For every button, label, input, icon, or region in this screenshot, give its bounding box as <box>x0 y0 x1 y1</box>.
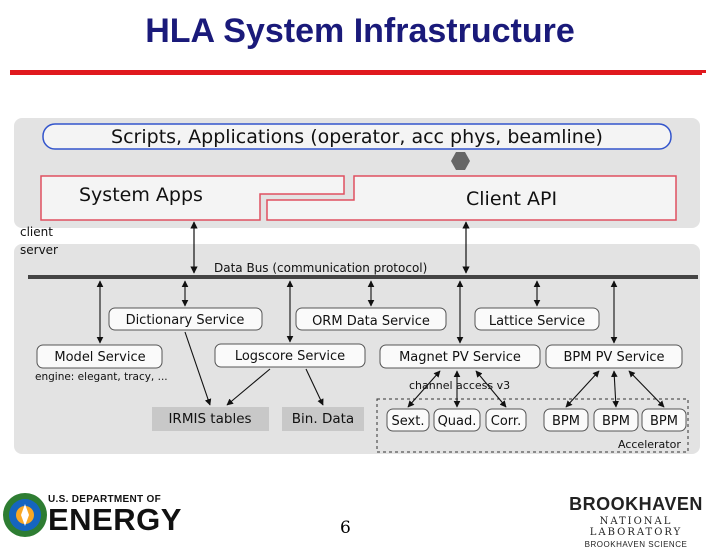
orm-service-box: ORM Data Service <box>295 307 447 331</box>
model-service-box: Model Service <box>36 344 163 369</box>
bpm-box-2: BPM <box>593 408 639 432</box>
bnl-logo-mid-text: NATIONAL LABORATORY <box>589 516 683 538</box>
engine-note: engine: elegant, tracy, ... <box>35 371 168 383</box>
bin-data-label: Bin. Data <box>292 411 354 427</box>
lattice-service-box: Lattice Service <box>474 307 600 331</box>
magnet-pv-service-label: Magnet PV Service <box>399 350 521 365</box>
bpm-label-2: BPM <box>602 414 630 429</box>
quad-box: Quad. <box>433 408 481 432</box>
channel-access-label: channel access v3 <box>409 379 510 392</box>
data-bus-label: Data Bus (communication protocol) <box>214 261 427 275</box>
accelerator-label: Accelerator <box>618 438 681 451</box>
hexagon-connector-icon <box>451 152 470 170</box>
server-label: server <box>20 243 58 257</box>
accelerator-region <box>376 398 689 453</box>
irmis-tables-box: IRMIS tables <box>152 407 269 431</box>
doe-logo-small-text: U.S. DEPARTMENT OF <box>48 494 161 505</box>
sext-box: Sext. <box>386 408 430 432</box>
quad-label: Quad. <box>438 414 477 429</box>
bnl-logo-big-text: BROOKHAVEN <box>569 494 703 514</box>
bpm-label-3: BPM <box>650 414 678 429</box>
logscore-service-box: Logscore Service <box>214 343 366 368</box>
scripts-bar <box>42 123 672 150</box>
client-label: client <box>20 225 53 239</box>
page-number: 6 <box>340 518 351 538</box>
system-apps-label: System Apps <box>79 184 203 206</box>
bnl-logo-small-text: BROOKHAVEN SCIENCE <box>584 540 688 549</box>
irmis-tables-label: IRMIS tables <box>168 411 251 427</box>
dictionary-service-box: Dictionary Service <box>108 307 263 331</box>
dictionary-service-label: Dictionary Service <box>126 313 245 328</box>
bin-data-box: Bin. Data <box>282 407 364 431</box>
bnl-logo: BROOKHAVEN NATIONAL LABORATORY BROOKHAVE… <box>556 494 716 549</box>
page-title: HLA System Infrastructure <box>145 12 575 50</box>
bpm-box-3: BPM <box>641 408 687 432</box>
title-underline <box>10 70 702 75</box>
corr-label: Corr. <box>491 414 521 429</box>
bpm-label-1: BPM <box>552 414 580 429</box>
lattice-service-label: Lattice Service <box>489 314 585 329</box>
bpm-box-1: BPM <box>543 408 589 432</box>
model-service-label: Model Service <box>54 350 145 365</box>
doe-logo <box>0 488 180 540</box>
system-apps-block <box>40 175 345 221</box>
sext-label: Sext. <box>392 414 425 429</box>
architecture-diagram: Scripts, Applications (operator, acc phy… <box>14 118 700 454</box>
orm-service-label: ORM Data Service <box>312 314 430 329</box>
doe-logo-big-text: ENERGY <box>48 502 182 537</box>
bpm-pv-service-label: BPM PV Service <box>563 350 664 365</box>
title-underline-tick <box>684 70 706 73</box>
doe-seal-icon <box>3 493 47 537</box>
corr-box: Corr. <box>485 408 527 432</box>
client-api-label: Client API <box>466 188 557 210</box>
data-bus-line <box>28 275 698 279</box>
scripts-bar-label: Scripts, Applications (operator, acc phy… <box>111 126 603 148</box>
client-api-block <box>266 175 677 221</box>
logscore-service-label: Logscore Service <box>235 349 345 364</box>
magnet-pv-service-box: Magnet PV Service <box>379 344 541 369</box>
bpm-pv-service-box: BPM PV Service <box>545 344 683 369</box>
